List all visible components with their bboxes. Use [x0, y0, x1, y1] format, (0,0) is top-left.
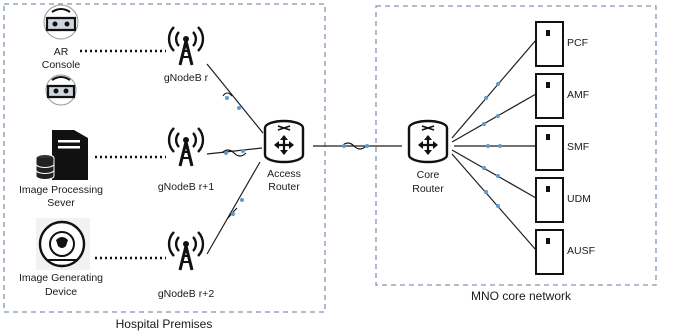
- image-generating-label-line2: Device: [45, 286, 77, 298]
- ar-console: AR Console: [42, 4, 81, 106]
- image-generating-label-line1: Image Generating: [19, 272, 103, 284]
- antenna-tower-icon: [167, 230, 205, 272]
- nf-ausf: AUSF: [535, 229, 595, 275]
- mno-core-network-zone: [375, 5, 657, 286]
- gnodeb-r2-label: gNodeB r+2: [158, 288, 214, 300]
- image-processing-server: Image Processing Sever: [19, 128, 103, 209]
- vr-headset-icon: [43, 4, 79, 40]
- router-icon: [263, 119, 305, 164]
- nf-box-indicator: [546, 82, 550, 88]
- ar-console-label-line1: AR: [54, 46, 69, 58]
- access-router-label-line1: Access: [267, 168, 301, 180]
- nf-label: AMF: [567, 89, 589, 101]
- nf-pcf: PCF: [535, 21, 588, 67]
- router-icon: [407, 119, 449, 164]
- nf-box: [535, 21, 564, 67]
- nf-label: SMF: [567, 141, 589, 153]
- image-processing-label-line1: Image Processing: [19, 184, 103, 196]
- nf-box-indicator: [546, 186, 550, 192]
- nf-box: [535, 229, 564, 275]
- gnodeb-r-label: gNodeB r: [164, 72, 209, 84]
- hospital-premises-label: Hospital Premises: [116, 317, 213, 331]
- core-router-label-line1: Core: [417, 169, 440, 181]
- nf-box: [535, 177, 564, 223]
- nf-label: UDM: [567, 193, 591, 205]
- nf-amf: AMF: [535, 73, 589, 119]
- nf-box: [535, 125, 564, 171]
- nf-smf: SMF: [535, 125, 589, 171]
- gnodeb-r1-label: gNodeB r+1: [158, 181, 214, 193]
- network-functions: PCF AMF SMF UDM AUSF: [535, 21, 595, 275]
- link-markers: [221, 82, 502, 219]
- nf-label: AUSF: [567, 245, 595, 257]
- gnodeb-r: gNodeB r: [164, 25, 209, 84]
- access-router-label-line2: Router: [268, 181, 300, 193]
- wired-links: [206, 39, 537, 255]
- nf-box: [535, 73, 564, 119]
- server-tower-icon: [35, 128, 91, 180]
- image-generating-device: Image Generating Device: [19, 218, 103, 298]
- core-router-label-line2: Router: [412, 183, 444, 195]
- nf-udm: UDM: [535, 177, 591, 223]
- antenna-tower-icon: [167, 25, 205, 67]
- radio-links: [80, 49, 166, 260]
- image-processing-label-line2: Sever: [47, 197, 75, 209]
- ar-console-label-line2: Console: [42, 59, 81, 71]
- scanner-icon: [36, 218, 90, 270]
- nf-box-indicator: [546, 30, 550, 36]
- antenna-tower-icon: [167, 126, 205, 168]
- mno-core-network-label: MNO core network: [471, 289, 572, 303]
- nf-label: PCF: [567, 37, 588, 49]
- gnodeb-r2: gNodeB r+2: [158, 230, 214, 300]
- core-router: Core Router: [407, 119, 449, 195]
- access-router: Access Router: [263, 119, 305, 193]
- gnodeb-r1: gNodeB r+1: [158, 126, 214, 193]
- nf-box-indicator: [546, 238, 550, 244]
- vr-headset-icon: [45, 74, 77, 106]
- nf-box-indicator: [546, 134, 550, 140]
